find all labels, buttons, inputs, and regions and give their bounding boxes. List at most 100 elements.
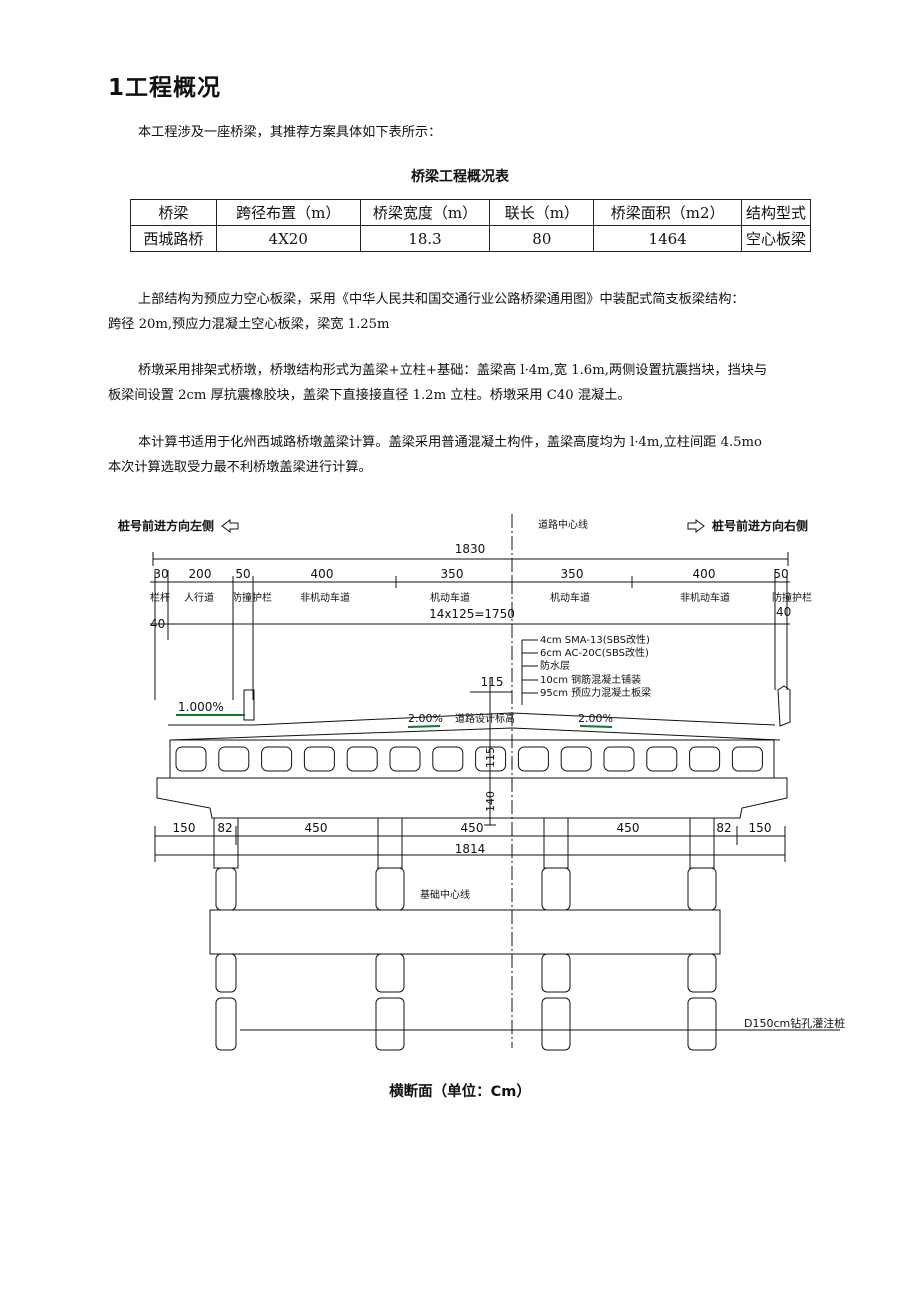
foundation-center-label: 基础中心线	[420, 888, 470, 901]
slab-cell	[689, 746, 721, 772]
paragraph-superstructure: 上部结构为预应力空心板梁，采用《中华人民共和国交通行业公路桥梁通用图》中装配式简…	[108, 292, 745, 332]
slab-cell	[346, 746, 378, 772]
slope-right: 2.00%	[578, 712, 613, 725]
dim-350-right: 350	[561, 567, 584, 581]
table-cell: 18.3	[359, 225, 491, 252]
cap-beam	[156, 777, 788, 819]
right-direction-label: 桩号前进方向右侧	[712, 518, 808, 533]
bottom-total-dim: 1814	[455, 842, 486, 856]
table-header-row: 桥梁 跨径布置（m） 桥梁宽度（m） 联长（m） 桥梁面积（m2） 结构型式	[130, 199, 811, 226]
table-cell: 空心板梁	[741, 225, 811, 252]
dim-115-vertical: 115	[484, 747, 497, 768]
slab-cell	[175, 746, 207, 772]
pile-bottom-1	[215, 997, 237, 1051]
hollow-slab-row	[169, 739, 775, 779]
pile-note: D150cm钻孔灌注桩	[744, 1016, 845, 1030]
dim-50-right: 50	[773, 567, 788, 581]
zone-barrier-right: 防撞护栏	[772, 591, 812, 604]
tie-beam	[209, 909, 721, 955]
paragraph-pier: 桥墩采用排架式桥墩，桥墩结构形式为盖梁+立柱+基础：盖梁高 l·4m,宽 1.6…	[108, 363, 768, 403]
slab-cell	[261, 746, 293, 772]
zone-nonmotor-right: 非机动车道	[680, 591, 730, 604]
slab-cell	[475, 746, 507, 772]
beam-count-dim: 14x125=1750	[429, 607, 515, 621]
dim-200: 200	[189, 567, 212, 581]
deck-surface	[168, 712, 776, 726]
table-header-cell: 桥梁宽度（m）	[359, 199, 491, 226]
figure-caption: 横断面（单位：Cm）	[389, 1084, 531, 1100]
pile-upper-2	[375, 867, 405, 911]
dim-115: 115	[481, 675, 504, 689]
bottom-dim-82-left: 82	[217, 821, 232, 835]
zone-motor-right: 机动车道	[550, 591, 590, 604]
pile-upper-1	[215, 867, 237, 911]
slab-cell	[389, 746, 421, 772]
table-header-cell: 结构型式	[741, 199, 811, 226]
table-header-cell: 联长（m）	[489, 199, 595, 226]
pile-upper-3	[541, 867, 571, 911]
slope-left: 2.00%	[408, 712, 443, 725]
bottom-dim-82-right: 82	[716, 821, 731, 835]
pier-column-2	[377, 817, 403, 869]
table-cell: 80	[489, 225, 595, 252]
dim-350-left: 350	[441, 567, 464, 581]
slab-cells	[175, 746, 763, 772]
pile-bottom-2	[375, 997, 405, 1051]
slab-cell	[731, 746, 763, 772]
pile-lower-2	[375, 953, 405, 993]
dim-40-right: 40	[776, 605, 791, 619]
table-cell: 4X20	[215, 225, 361, 252]
arrow-right-icon	[687, 519, 705, 533]
table-cell: 西城路桥	[130, 225, 217, 252]
pile-lower-1	[215, 953, 237, 993]
section-title: 1工程概况	[108, 75, 222, 101]
pile-lower-3	[541, 953, 571, 993]
bottom-dim-450-3: 450	[617, 821, 640, 835]
layer-1: 4cm SMA-13(SBS改性)	[540, 633, 650, 646]
deck-slab-bottom	[169, 727, 781, 741]
layer-3: 防水层	[540, 659, 570, 672]
bottom-dim-150-left: 150	[173, 821, 196, 835]
overview-table: 桥梁 跨径布置（m） 桥梁宽度（m） 联长（m） 桥梁面积（m2） 结构型式 西…	[130, 199, 811, 252]
zone-railing: 栏杆	[150, 591, 170, 604]
pile-lower-4	[687, 953, 717, 993]
slab-cell	[560, 746, 592, 772]
table-header-cell: 桥梁	[130, 199, 217, 226]
pile-bottom-3	[541, 997, 571, 1051]
table-cell: 1464	[593, 225, 743, 252]
zone-nonmotor-left: 非机动车道	[300, 591, 350, 604]
pier-column-3	[543, 817, 569, 869]
slope-sidewalk: 1.000%	[178, 700, 224, 714]
left-direction-label: 桩号前进方向左侧	[118, 518, 214, 533]
dim-140: 140	[484, 791, 497, 812]
dim-50-left: 50	[235, 567, 250, 581]
layer-5: 95cm 预应力混凝土板梁	[540, 686, 651, 699]
dim-30: 30	[153, 567, 168, 581]
design-elevation-label: 道路设计标高	[455, 712, 515, 725]
table-header-cell: 跨径布置（m）	[215, 199, 361, 226]
zone-motor-left: 机动车道	[430, 591, 470, 604]
dim-40-left: 40	[150, 617, 165, 631]
left-barrier	[243, 689, 255, 721]
bottom-dim-450-2: 450	[461, 821, 484, 835]
slab-cell	[303, 746, 335, 772]
cross-section-drawing: 桩号前进方向左侧 桩号前进方向右侧 道路中心线 1830 30 200 50 4…	[118, 514, 845, 1051]
table-header-cell: 桥梁面积（m2）	[593, 199, 743, 226]
slab-cell	[432, 746, 464, 772]
arrow-left-icon	[221, 519, 239, 533]
slab-cell	[517, 746, 549, 772]
layer-2: 6cm AC-20C(SBS改性)	[540, 646, 649, 659]
slab-cell	[646, 746, 678, 772]
zone-sidewalk: 人行道	[184, 591, 214, 604]
bottom-dim-150-right: 150	[749, 821, 772, 835]
paragraph-scope: 本计算书适用于化州西城路桥墩盖梁计算。盖梁采用普通混凝土构件，盖梁高度均为 l·…	[108, 435, 762, 475]
layer-4: 10cm 钢筋混凝土铺装	[540, 673, 641, 686]
intro-text: 本工程涉及一座桥梁，其推荐方案具体如下表所示：	[138, 125, 442, 140]
center-line-label: 道路中心线	[538, 518, 588, 531]
right-barrier	[777, 685, 791, 727]
slab-cell	[603, 746, 635, 772]
bottom-dim-450-1: 450	[305, 821, 328, 835]
pier-column-4	[689, 817, 715, 869]
table-caption: 桥梁工程概况表	[411, 169, 509, 185]
table-row: 西城路桥 4X20 18.3 80 1464 空心板梁	[130, 225, 811, 252]
